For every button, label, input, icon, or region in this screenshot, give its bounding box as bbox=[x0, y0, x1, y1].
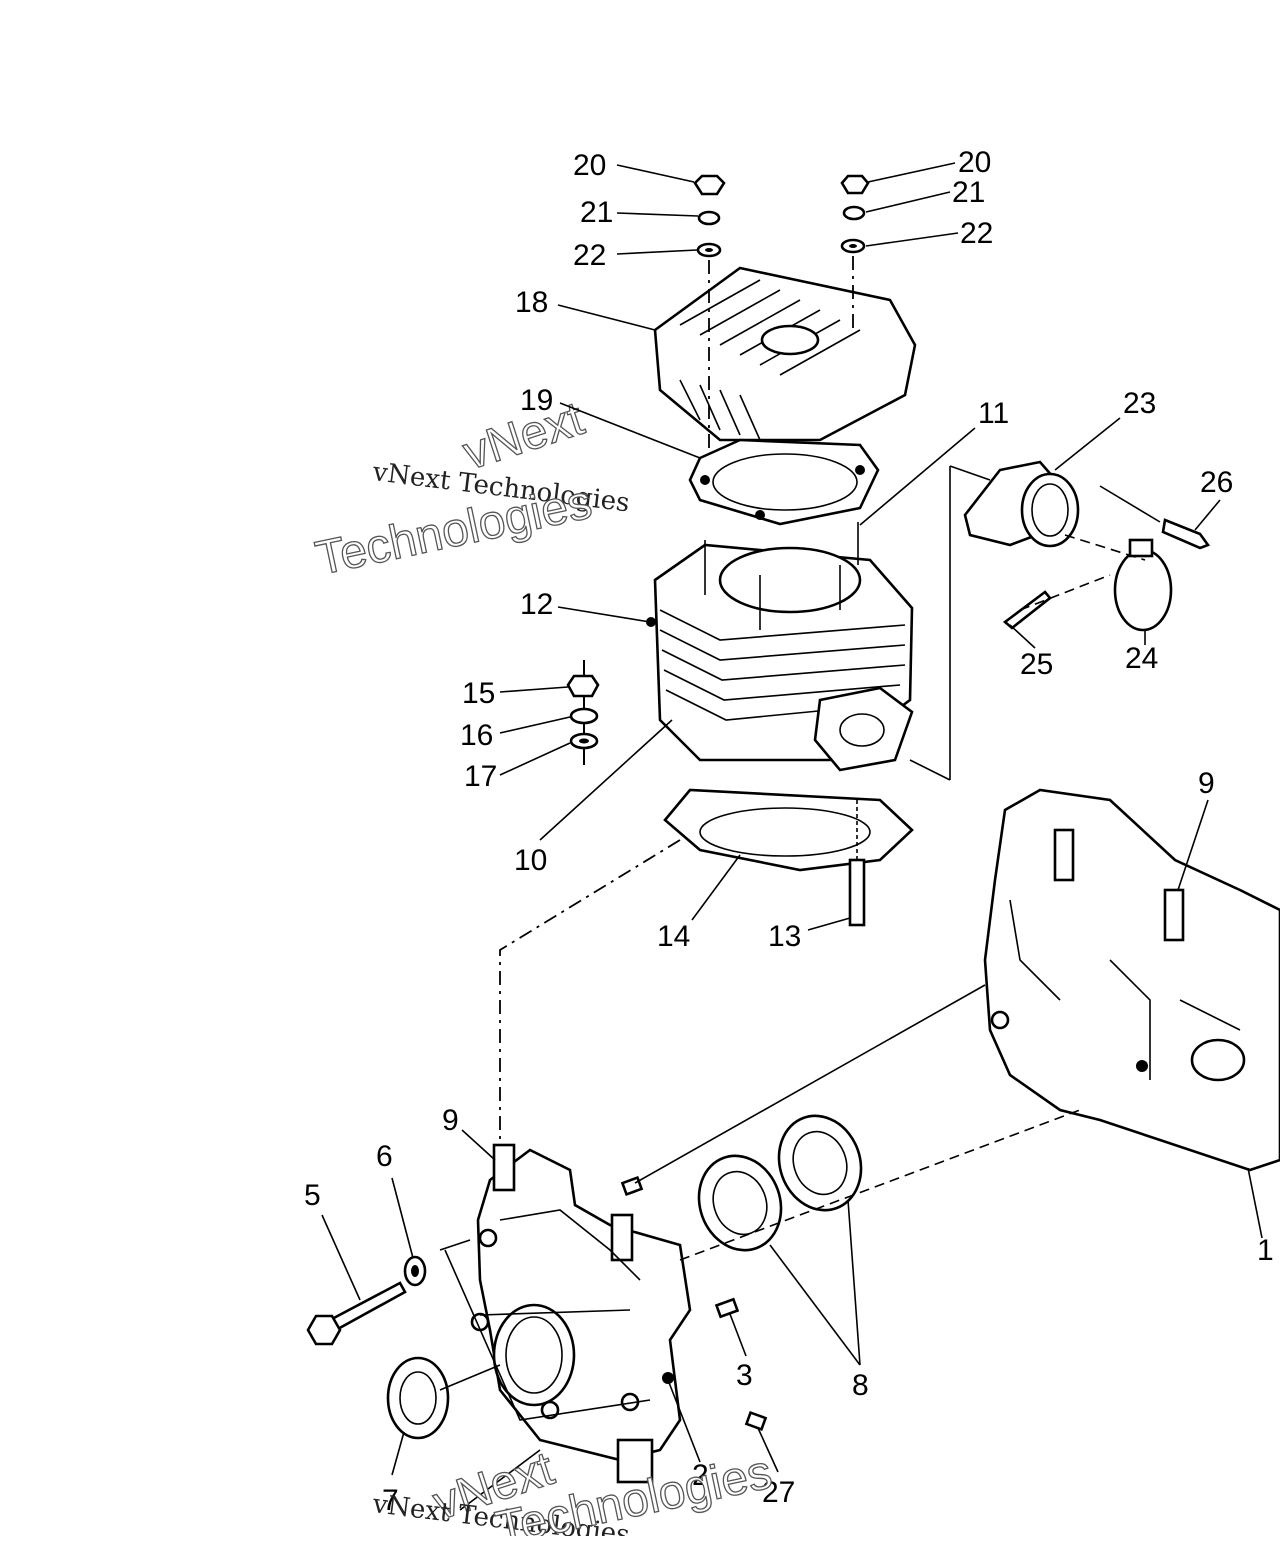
callout-9-right: 9 bbox=[1198, 767, 1215, 800]
crankcase-right bbox=[983, 788, 1280, 1172]
nut-20-right bbox=[840, 174, 870, 195]
lockwasher-21-left bbox=[697, 210, 721, 226]
clamp-24 bbox=[1113, 548, 1173, 632]
right-nut-stack bbox=[840, 174, 870, 254]
watermark-bottom: vNext vNext Technologies Technologies bbox=[370, 1441, 777, 1541]
callout-24: 24 bbox=[1125, 642, 1158, 675]
callout-1: 1 bbox=[1257, 1234, 1274, 1267]
callout-26: 26 bbox=[1200, 466, 1233, 499]
bolt-and-washer bbox=[306, 1255, 427, 1346]
callout-9-left: 9 bbox=[442, 1104, 459, 1137]
callout-3: 3 bbox=[736, 1359, 753, 1392]
bearings bbox=[697, 1114, 863, 1252]
callout-17: 17 bbox=[464, 760, 497, 793]
base-gasket bbox=[663, 788, 914, 872]
callout-14: 14 bbox=[657, 920, 690, 953]
bolt-5-head bbox=[306, 1314, 342, 1346]
lockwasher-16 bbox=[569, 707, 599, 725]
callout-2: 2 bbox=[692, 1459, 709, 1492]
stud-13 bbox=[848, 800, 866, 927]
callout-20-right: 20 bbox=[958, 146, 991, 179]
callout-21-right: 21 bbox=[952, 176, 985, 209]
head-gasket bbox=[688, 438, 880, 526]
left-nut-stack bbox=[693, 174, 726, 258]
callout-23: 23 bbox=[1123, 387, 1156, 420]
callout-22-left: 22 bbox=[573, 239, 606, 272]
assembly-lines bbox=[439, 839, 1081, 1511]
callout-27: 27 bbox=[762, 1476, 795, 1509]
callout-11: 11 bbox=[978, 397, 1009, 430]
dowels bbox=[620, 1175, 768, 1432]
watermark-top: vNext vNext Technologies Technologies bbox=[311, 391, 632, 586]
intake-assembly bbox=[909, 460, 1211, 781]
callout-15: 15 bbox=[462, 677, 495, 710]
callout-7: 7 bbox=[382, 1484, 399, 1517]
nut-15 bbox=[566, 674, 600, 698]
lockwasher-21-right bbox=[842, 205, 866, 221]
crankcase-left bbox=[470, 1143, 692, 1484]
callout-25: 25 bbox=[1020, 648, 1053, 681]
cylinder-head bbox=[653, 256, 917, 470]
callout-13: 13 bbox=[768, 920, 801, 953]
callout-12: 12 bbox=[520, 588, 553, 621]
nut-20-left bbox=[693, 174, 726, 196]
bolt-5 bbox=[328, 1281, 407, 1332]
screw-25 bbox=[1002, 590, 1052, 630]
callout-6: 6 bbox=[376, 1140, 393, 1173]
callout-21-left: 21 bbox=[580, 196, 613, 229]
cylinder bbox=[646, 522, 914, 772]
screw-26 bbox=[1161, 518, 1211, 550]
cylinder-nut-stack bbox=[566, 660, 600, 765]
callout-18: 18 bbox=[515, 286, 548, 319]
callout-20-left: 20 bbox=[573, 149, 606, 182]
callout-labels: 20 21 22 20 21 22 18 19 11 23 26 12 25 2… bbox=[304, 146, 1274, 1517]
callout-5: 5 bbox=[304, 1179, 321, 1212]
callout-19: 19 bbox=[520, 384, 553, 417]
leader-lines bbox=[321, 162, 1263, 1476]
callout-10: 10 bbox=[514, 844, 547, 877]
callout-8: 8 bbox=[852, 1369, 869, 1402]
seal-7 bbox=[386, 1356, 450, 1440]
callout-16: 16 bbox=[460, 719, 493, 752]
callout-22-right: 22 bbox=[960, 217, 993, 250]
